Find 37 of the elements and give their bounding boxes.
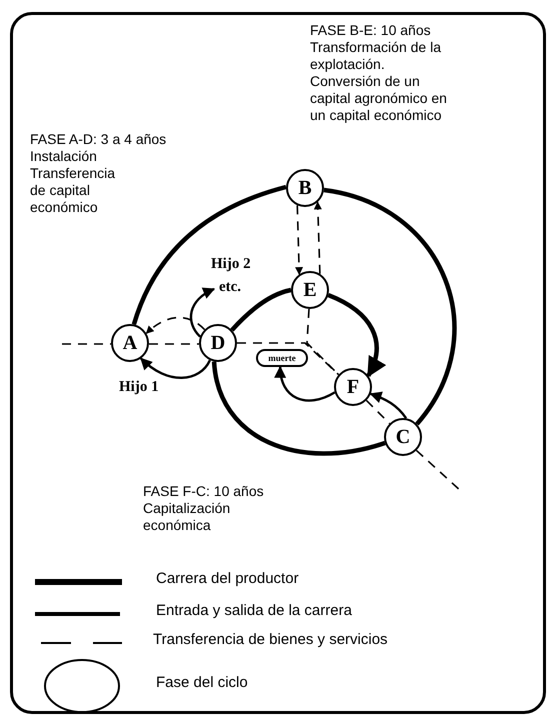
phase-heading: FASE F-C: 10 años xyxy=(143,483,265,500)
phase-circle: E xyxy=(291,271,329,309)
dashed-line xyxy=(366,400,390,424)
thick-line xyxy=(323,188,457,426)
legend-text: Carrera del productor xyxy=(156,570,299,587)
thick-line xyxy=(132,184,287,326)
phase-circle: D xyxy=(199,324,237,362)
phase-circle: B xyxy=(286,169,324,207)
dashed-line xyxy=(237,342,340,376)
curved-arrow xyxy=(190,288,216,338)
phase-text: Transferencia de capital económico xyxy=(30,165,116,216)
phase-text: Instalación xyxy=(30,148,98,165)
thick-line xyxy=(230,288,292,332)
phase-circle: A xyxy=(111,324,149,362)
dashed-line xyxy=(148,343,200,345)
dashed-arrow xyxy=(295,205,304,276)
curved-arrow xyxy=(370,392,408,419)
legend-text: Fase del ciclo xyxy=(156,674,248,691)
edge-label: Hijo 1 xyxy=(118,379,160,396)
legend-text: Entrada y salida de la carrera xyxy=(156,602,352,619)
phase-circle: F xyxy=(334,368,372,406)
curved-arrow xyxy=(327,293,386,378)
legend-text: Transferencia de bienes y servicios xyxy=(153,631,388,648)
phase-heading: FASE A-D: 3 a 4 años xyxy=(30,131,168,148)
phase-text: Transformación de la explotación. xyxy=(310,39,442,73)
dashed-arrow xyxy=(146,316,206,334)
curved-arrow xyxy=(140,358,211,379)
node-label: Hijo 2 xyxy=(211,256,251,273)
phase-text: Capitalización económica xyxy=(143,500,232,534)
dashed-line xyxy=(62,343,112,345)
dashed-arrow xyxy=(314,201,322,274)
node-label: etc. xyxy=(214,278,246,296)
curved-arrow xyxy=(274,366,336,402)
thick-line xyxy=(212,361,386,456)
phase-text: Conversión de un capital agronómico en un capital económico xyxy=(310,73,448,124)
phase-circle: C xyxy=(384,418,422,456)
phase-heading: FASE B-E: 10 años xyxy=(310,22,432,39)
